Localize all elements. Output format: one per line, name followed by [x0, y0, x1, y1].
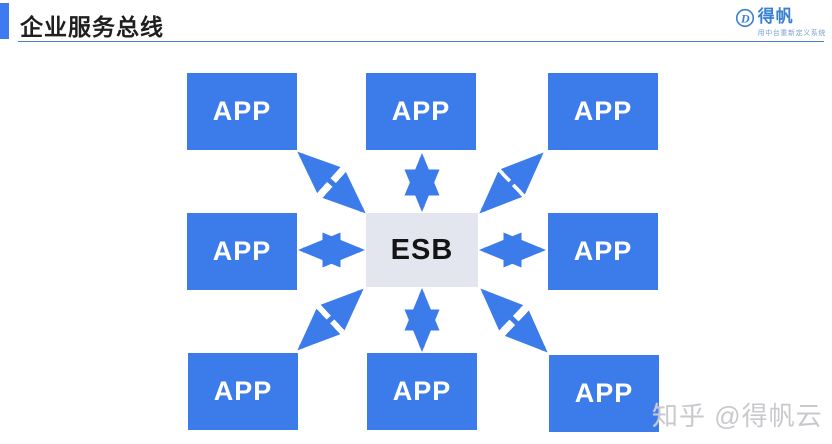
page-title: 企业服务总线: [20, 14, 164, 40]
app-node-middle-right: APP: [548, 213, 658, 290]
arrow-esb-top-left: [297, 151, 366, 214]
header-divider: [18, 41, 824, 42]
app-node-middle-left: APP: [187, 213, 297, 290]
brand-logo-icon: D: [735, 8, 754, 28]
arrow-esb-bottom-left: [297, 288, 364, 351]
brand-logo-texts: 得帆 用中台重新定义系统: [758, 7, 826, 38]
esb-node: ESB: [366, 213, 478, 287]
app-node-bottom-right: APP: [549, 355, 659, 432]
brand-logo: D 得帆 用中台重新定义系统: [735, 7, 826, 38]
title-accent-bar: [0, 3, 9, 39]
svg-text:D: D: [740, 12, 750, 26]
app-node-top-middle: APP: [366, 73, 476, 150]
arrow-esb-top-right: [479, 152, 544, 214]
app-node-bottom-middle: APP: [367, 353, 477, 430]
brand-name: 得帆: [757, 7, 794, 26]
zhihu-watermark: 知乎 @得帆云: [652, 401, 823, 431]
arrow-esb-bottom-right: [480, 288, 548, 353]
app-node-bottom-left: APP: [188, 353, 298, 430]
brand-tagline: 用中台重新定义系统: [757, 30, 826, 37]
app-node-top-right: APP: [548, 73, 658, 150]
app-node-top-left: APP: [187, 73, 297, 150]
